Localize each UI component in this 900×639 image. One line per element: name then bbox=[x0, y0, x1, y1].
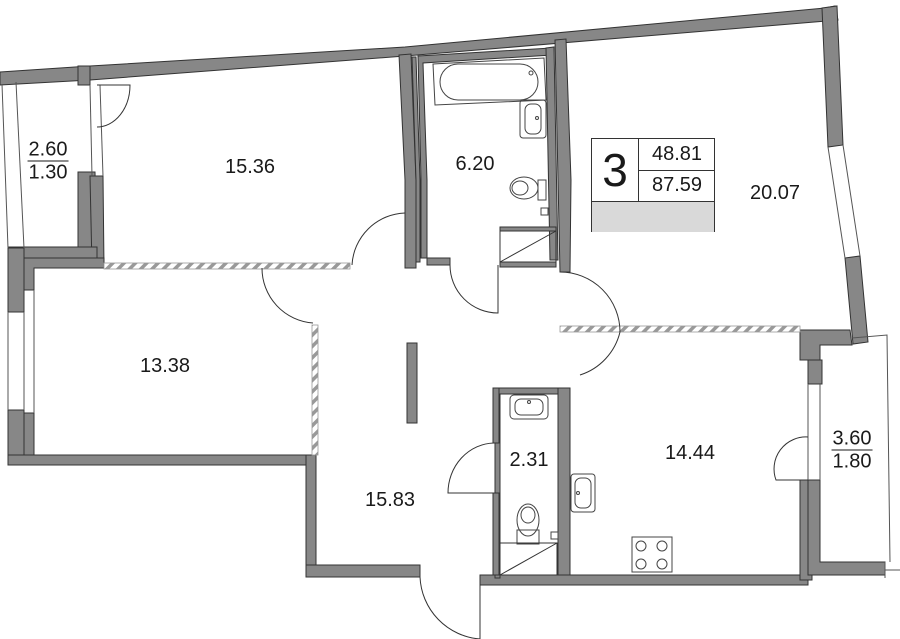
toilet-icon bbox=[516, 503, 559, 545]
balcony-reduced-area: 1.80 bbox=[832, 450, 872, 473]
room-area-bedroom-1: 15.36 bbox=[224, 156, 276, 178]
windows bbox=[1, 81, 900, 578]
balcony-area: 2.60 bbox=[27, 138, 69, 162]
balcony-area: 3.60 bbox=[831, 427, 873, 451]
room-area-kitchen: 14.44 bbox=[664, 442, 716, 464]
living-area: 48.81 bbox=[639, 139, 715, 171]
sink-icon bbox=[519, 99, 547, 139]
sink-icon bbox=[509, 394, 549, 420]
balcony-reduced-area: 1.30 bbox=[28, 161, 68, 184]
balcony-west-area: 2.60 1.30 bbox=[27, 138, 69, 184]
interior-walls bbox=[398, 38, 572, 424]
apartment-summary: 3 48.81 87.59 bbox=[591, 138, 715, 232]
total-area: 87.59 bbox=[651, 174, 703, 196]
door-swing-icon bbox=[96, 84, 809, 639]
room-area-living-room: 20.07 bbox=[749, 182, 801, 204]
room-area-toilet: 2.31 bbox=[509, 449, 549, 471]
toilet-icon bbox=[509, 176, 549, 216]
room-count: 3 bbox=[592, 139, 639, 201]
stove-icon bbox=[631, 536, 673, 573]
bathtub-icon bbox=[432, 57, 547, 106]
exterior-walls bbox=[0, 5, 886, 586]
room-area-bedroom-2: 13.38 bbox=[139, 355, 191, 377]
sink-icon bbox=[570, 473, 596, 513]
room-area-hallway: 15.83 bbox=[364, 489, 416, 511]
partitions bbox=[103, 262, 801, 456]
room-area-bathroom: 6.20 bbox=[455, 153, 495, 175]
shaft bbox=[499, 230, 558, 576]
summary-bar bbox=[592, 201, 714, 232]
balcony-east-area: 3.60 1.80 bbox=[831, 427, 873, 473]
